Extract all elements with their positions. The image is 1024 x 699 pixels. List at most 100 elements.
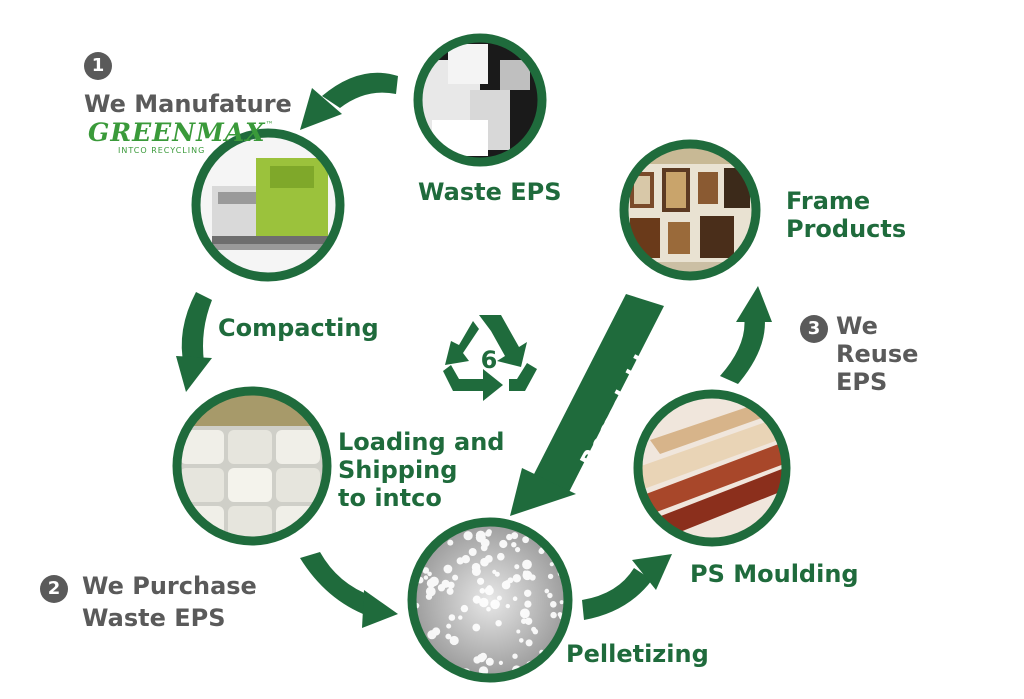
- pellet: [446, 587, 454, 595]
- pellet: [468, 548, 477, 556]
- pelletizing-label: Pelletizing: [566, 640, 709, 668]
- step3-label-line1: We: [836, 312, 878, 340]
- pellet: [538, 548, 545, 555]
- waste-eps-image: [413, 33, 547, 167]
- arrow-compacting-down: [176, 292, 212, 392]
- pellet: [472, 595, 481, 604]
- recycle-icon: [443, 315, 537, 401]
- arrow-pellets-to-moulding: [582, 554, 672, 620]
- pellet: [481, 653, 487, 658]
- arrow-waste-to-manufacture: [300, 72, 398, 130]
- step2-label-line1: We Purchase: [82, 572, 257, 600]
- pellets-image: [407, 517, 573, 683]
- pellet: [452, 574, 459, 581]
- pellet: [490, 599, 500, 610]
- pellet: [492, 569, 497, 575]
- pellet: [460, 604, 469, 613]
- loading-label-line2: Shipping: [338, 456, 458, 484]
- pellet: [447, 539, 454, 546]
- pellet: [522, 536, 529, 544]
- pellet: [524, 617, 533, 625]
- pellet: [495, 620, 502, 627]
- pellet: [550, 611, 557, 619]
- pellet: [463, 531, 473, 541]
- step2-label-line2: Waste EPS: [82, 604, 226, 632]
- step3-label-line3: EPS: [836, 368, 888, 396]
- frame-products-label-line1: Frame: [786, 187, 871, 215]
- logo-trademark: ™: [265, 120, 274, 129]
- pellet: [420, 653, 429, 662]
- pellet: [557, 612, 563, 617]
- pellet: [520, 608, 530, 619]
- pellet: [458, 615, 463, 620]
- pellet: [443, 564, 453, 574]
- pellet: [433, 522, 443, 529]
- step1-label: We Manufature: [84, 90, 292, 118]
- pellet: [414, 661, 425, 672]
- pellet: [486, 606, 491, 612]
- pellet: [423, 575, 429, 580]
- pellet: [446, 623, 452, 629]
- frame-products-image: [619, 139, 761, 281]
- pellet: [512, 596, 518, 601]
- pellet: [524, 589, 532, 597]
- pellet: [512, 574, 521, 583]
- pellet: [422, 567, 430, 574]
- pellet: [427, 630, 437, 640]
- pellet: [511, 532, 519, 540]
- pellet: [525, 639, 533, 647]
- recycle-number: 6: [481, 346, 498, 374]
- logo-brand: GREENMAX: [88, 118, 266, 147]
- pellet: [516, 629, 521, 634]
- pellet: [496, 595, 502, 601]
- pellet: [506, 533, 513, 541]
- pellet: [523, 570, 528, 575]
- frame-products-label-line2: Products: [786, 215, 907, 243]
- pellet: [480, 544, 488, 552]
- pellet: [549, 536, 556, 544]
- pellet: [524, 600, 532, 608]
- arrow-bales-to-pellets: [300, 552, 398, 628]
- pellet: [425, 593, 433, 600]
- step1-number-badge: 1: [84, 51, 112, 80]
- pellet: [512, 653, 518, 659]
- pellet: [412, 635, 417, 643]
- pellet: [479, 588, 486, 594]
- pellet: [475, 530, 486, 541]
- logo-subtitle: INTCO RECYCLING: [118, 146, 206, 155]
- pellet: [427, 571, 432, 577]
- pellet: [422, 531, 428, 538]
- pellet: [480, 557, 489, 567]
- pellet: [485, 657, 494, 666]
- pellet: [421, 662, 428, 668]
- pellet: [519, 638, 524, 643]
- pellet: [429, 576, 439, 587]
- pellet: [547, 665, 554, 672]
- pellet: [550, 601, 557, 608]
- step3-number-badge: 3: [800, 314, 828, 343]
- arrow-moulding-to-frame: [720, 286, 772, 384]
- pellet: [515, 547, 521, 553]
- compacting-label: Compacting: [218, 314, 379, 342]
- pellet: [472, 623, 481, 632]
- arrow-recyclable: [510, 294, 664, 516]
- pellet: [559, 600, 564, 605]
- pellet: [497, 552, 505, 561]
- greenmax-logo: GREENMAX™ INTCO RECYCLING: [88, 118, 274, 156]
- pellet: [485, 587, 494, 596]
- pellet: [456, 557, 464, 565]
- pellet: [421, 523, 429, 531]
- pellet: [544, 588, 550, 594]
- pellet: [531, 626, 537, 632]
- pellet: [507, 577, 514, 584]
- pellet: [547, 592, 553, 599]
- loading-label-line1: Loading and: [338, 428, 505, 456]
- pellet: [447, 581, 455, 589]
- pellet: [485, 530, 492, 537]
- pellet: [479, 597, 489, 608]
- pellet: [498, 660, 503, 666]
- compactor-machine-image: [191, 128, 345, 282]
- bales-image: [172, 386, 332, 546]
- pellet: [511, 542, 517, 548]
